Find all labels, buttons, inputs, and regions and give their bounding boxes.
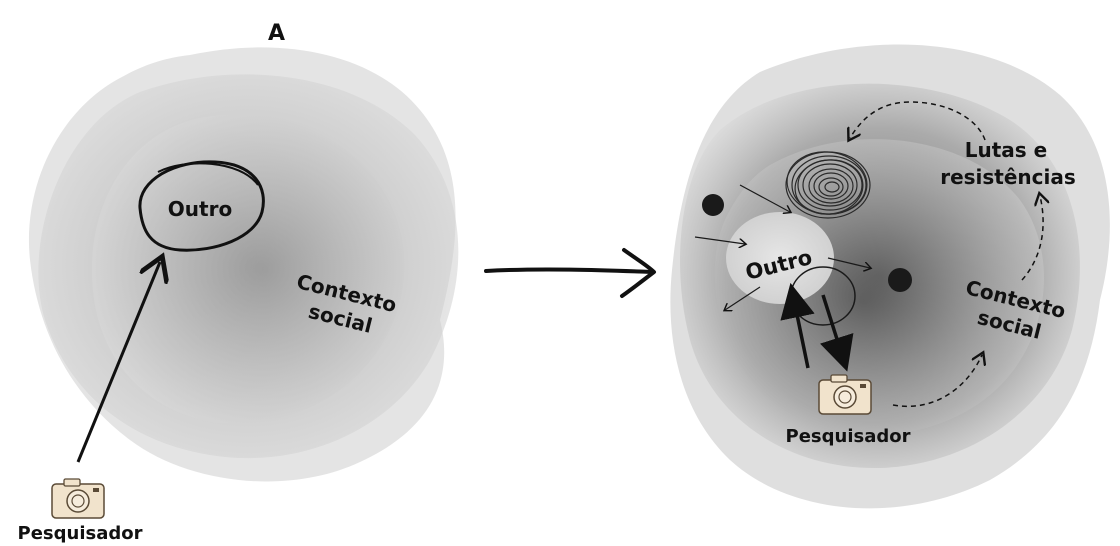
panel-b: Outro — [670, 44, 1110, 509]
arrow-right-icon — [484, 248, 656, 298]
outro-label: Outro — [168, 197, 232, 221]
bold-arrow-down — [820, 294, 854, 372]
lutas-label-line1: Lutas e — [965, 138, 1047, 162]
camera-icon — [51, 478, 105, 519]
thin-arrow-2 — [694, 236, 745, 244]
dot-left — [702, 194, 724, 216]
thin-arrow-3 — [725, 286, 761, 310]
thin-arrow-4 — [827, 257, 870, 268]
context-blob-b-inner — [714, 139, 1044, 436]
dot-right — [888, 268, 912, 292]
research-arrow — [76, 262, 160, 463]
bold-arrow-up — [780, 282, 815, 369]
dashed-arrow-top — [850, 101, 986, 140]
panel-a-letter: A — [268, 21, 285, 46]
camera-icon-b — [818, 374, 872, 415]
thin-arrow-1 — [739, 184, 790, 212]
dashed-arrow-bottom — [892, 355, 982, 407]
outro-ellipse-stroke2 — [157, 162, 259, 186]
pesquisador-label: Pesquisador — [18, 523, 143, 544]
outro-circle — [726, 212, 834, 304]
spiral-scribble-icon — [785, 151, 871, 219]
outro-ellipse — [138, 160, 265, 252]
pesquisador-label-b: Pesquisador — [786, 426, 911, 447]
context-blob-inner — [91, 114, 405, 424]
lutas-label-line2: resistências — [940, 165, 1076, 189]
panel-a: A Outro Contexto social Pesquisador — [18, 21, 459, 544]
